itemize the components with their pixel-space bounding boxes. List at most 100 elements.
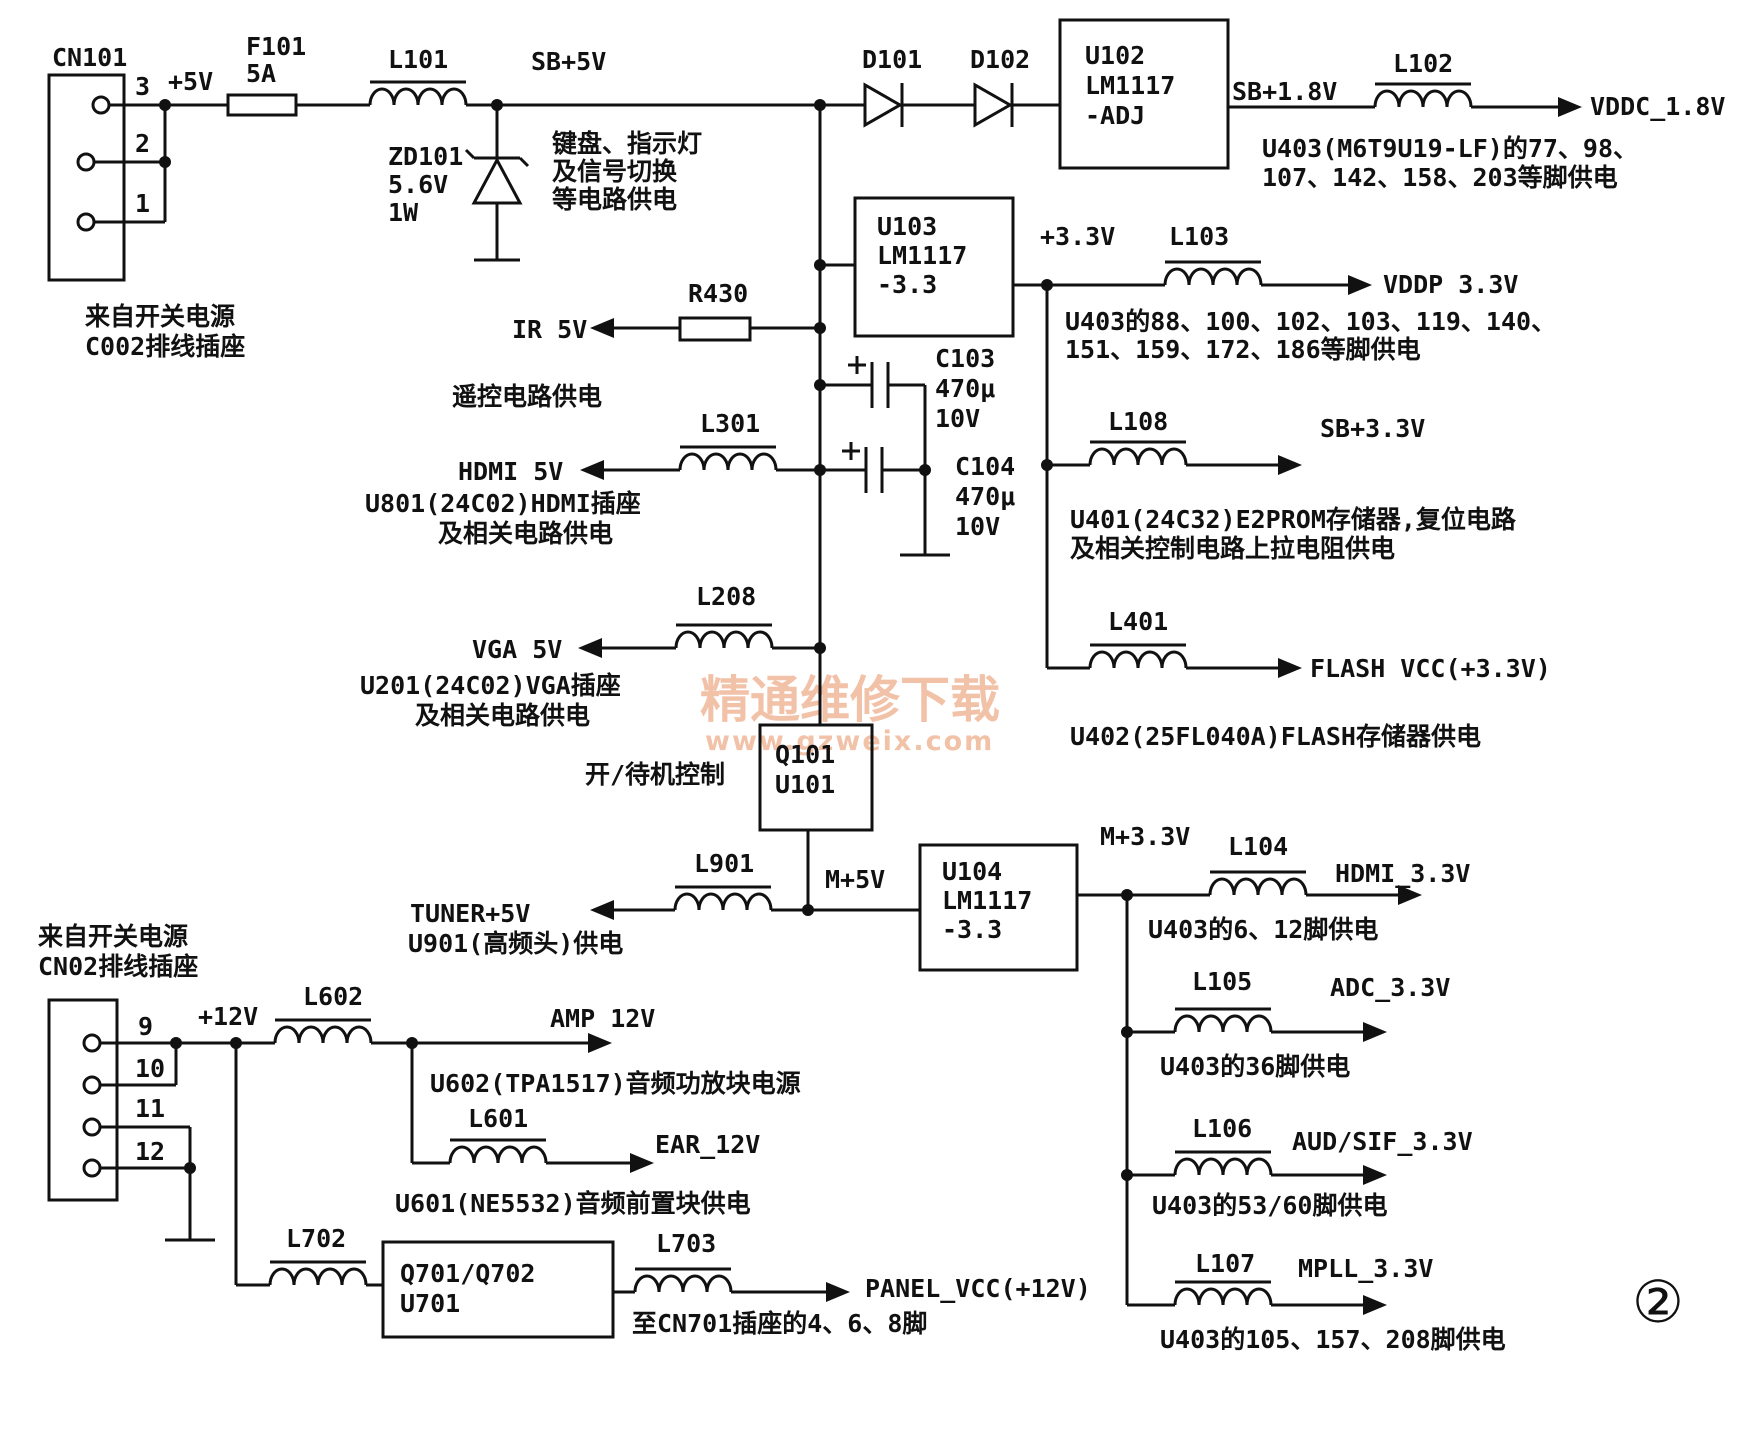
net-label-p33v: +3.3V — [1040, 222, 1115, 251]
out-sb33-desc1: U401(24C32)E2PROM存储器,复位电路 — [1070, 505, 1517, 534]
out-mpll33-desc: U403的105、157、208脚供电 — [1160, 1325, 1506, 1354]
l107-label: L107 — [1195, 1249, 1255, 1278]
cn101-pin2: 2 — [135, 129, 150, 158]
out-vddp-desc1: U403的88、100、102、103、119、140、 — [1065, 307, 1556, 336]
out-aud33-desc: U403的53/60脚供电 — [1152, 1191, 1387, 1220]
zd101-voltage: 5.6V — [388, 170, 448, 199]
c104-ref: C104 — [955, 452, 1015, 481]
out-tuner-name: TUNER+5V — [410, 899, 530, 928]
l703-label: L703 — [656, 1229, 716, 1258]
u104-part: LM1117 — [942, 886, 1032, 915]
r430-label: R430 — [688, 279, 748, 308]
q701-u701: U701 — [400, 1289, 460, 1318]
out-ear12-desc: U601(NE5532)音频前置块供电 — [395, 1189, 751, 1218]
diode-d101: D101 — [862, 45, 922, 128]
cn101-pin1: 1 — [135, 189, 150, 218]
net-label-m5v: M+5V — [825, 865, 885, 894]
l108-label: L108 — [1108, 407, 1168, 436]
inductor-l901: L901 — [673, 849, 773, 911]
out-hdmi33-desc: U403的6、12脚供电 — [1148, 915, 1378, 944]
f101-ref: F101 — [246, 32, 306, 61]
regulator-u103: U103 LM1117 -3.3 — [853, 196, 1015, 338]
l105-label: L105 — [1192, 967, 1252, 996]
out-vddc-desc2: 107、142、158、203等脚供电 — [1262, 163, 1618, 192]
d102-label: D102 — [970, 45, 1030, 74]
out-vddc-desc1: U403(M6T9U19-LF)的77、98、 — [1262, 134, 1638, 163]
out-adc33-name: ADC_3.3V — [1330, 973, 1450, 1002]
c103-value: 470μ — [935, 374, 995, 403]
out-vddp-name: VDDP 3.3V — [1383, 270, 1518, 299]
cn101-source-line1: 来自开关电源 — [85, 302, 235, 331]
zd101-power: 1W — [388, 198, 419, 227]
inductor-l702: L702 — [268, 1224, 368, 1286]
cn02-source-line1: 来自开关电源 — [38, 922, 188, 951]
l901-label: L901 — [694, 849, 754, 878]
inductor-l602: L602 — [273, 982, 373, 1044]
regulator-u104: U104 LM1117 -3.3 — [918, 843, 1079, 972]
switch-q101: Q101 U101 — [758, 723, 874, 832]
out-adc33-desc: U403的36脚供电 — [1160, 1052, 1350, 1081]
out-amp12-desc: U602(TPA1517)音频功放块电源 — [430, 1069, 801, 1098]
out-hdmi5-name: HDMI 5V — [458, 457, 563, 486]
l602-label: L602 — [303, 982, 363, 1011]
l208-label: L208 — [696, 582, 756, 611]
out-panel-desc: 至CN701插座的4、6、8脚 — [632, 1309, 927, 1338]
l301-label: L301 — [700, 409, 760, 438]
standby-control-label: 开/待机控制 — [585, 760, 725, 789]
inductor-l106: L106 — [1173, 1114, 1273, 1176]
net-label-m33v: M+3.3V — [1100, 822, 1190, 851]
q101-ref: Q101 — [775, 740, 835, 769]
resistor-r430: R430 — [678, 279, 752, 342]
c103-voltage: 10V — [935, 404, 980, 433]
out-tuner-desc: U901(高频头)供电 — [408, 929, 623, 958]
net-label-sb18v: SB+1.8V — [1232, 77, 1337, 106]
inductor-l601: L601 — [448, 1104, 548, 1164]
d101-label: D101 — [862, 45, 922, 74]
out-hdmi5-desc1: U801(24C02)HDMI插座 — [365, 489, 641, 518]
out-vga5-desc1: U201(24C02)VGA插座 — [360, 671, 621, 700]
inductor-l208: L208 — [674, 582, 774, 649]
u102-type: -ADJ — [1085, 101, 1145, 130]
watermark-title: 精通维修下载 — [700, 671, 1000, 729]
capacitor-c104: C104 470μ 10V — [820, 442, 1015, 557]
out-vddp-desc2: 151、159、172、186等脚供电 — [1065, 335, 1421, 364]
capacitor-c103: C103 470μ 10V — [820, 344, 995, 470]
c104-value: 470μ — [955, 482, 1015, 511]
net-label-p5v: +5V — [168, 67, 213, 96]
zener-zd101: ZD101 5.6V 1W — [388, 105, 530, 262]
cn101-source-line2: C002排线插座 — [85, 332, 245, 361]
l106-label: L106 — [1192, 1114, 1252, 1143]
u104-type: -3.3 — [942, 915, 1002, 944]
l104-label: L104 — [1228, 832, 1288, 861]
keypad-desc-line3: 等电路供电 — [552, 185, 677, 214]
keypad-desc-line1: 键盘、指示灯 — [552, 129, 702, 158]
diode-d102: D102 — [970, 45, 1030, 128]
cn101-pin3: 3 — [135, 72, 150, 101]
inductor-l107: L107 — [1173, 1249, 1273, 1306]
c104-voltage: 10V — [955, 512, 1000, 541]
cn02-source-line2: CN02排线插座 — [38, 952, 198, 981]
inductor-l301: L301 — [678, 409, 778, 471]
u102-ref: U102 — [1085, 41, 1145, 70]
out-vga5-name: VGA 5V — [472, 635, 562, 664]
inductor-l101: L101 — [368, 45, 468, 106]
keypad-desc-line2: 及信号切换 — [552, 157, 678, 186]
net-label-p12v: +12V — [198, 1002, 258, 1031]
l601-label: L601 — [468, 1104, 528, 1133]
out-ir-desc: 遥控电路供电 — [452, 382, 602, 411]
fuse-f101: F101 5A — [226, 32, 306, 117]
out-panel-name: PANEL_VCC(+12V) — [865, 1274, 1091, 1303]
figure-number: ② — [1632, 1268, 1684, 1336]
out-sb33-name: SB+3.3V — [1320, 414, 1425, 443]
cn101-label: CN101 — [52, 43, 127, 72]
u102-part: LM1117 — [1085, 71, 1175, 100]
out-hdmi5-desc2: 及相关电路供电 — [438, 519, 613, 548]
zd101-ref: ZD101 — [388, 142, 463, 171]
connector-cn101: CN101 3 2 1 来自开关电源 C002排线插座 — [47, 43, 245, 361]
cn02-pin10: 10 — [135, 1054, 165, 1083]
cn02-pin11: 11 — [135, 1094, 165, 1123]
l401-label: L401 — [1108, 607, 1168, 636]
cn02-pin9: 9 — [138, 1012, 153, 1041]
